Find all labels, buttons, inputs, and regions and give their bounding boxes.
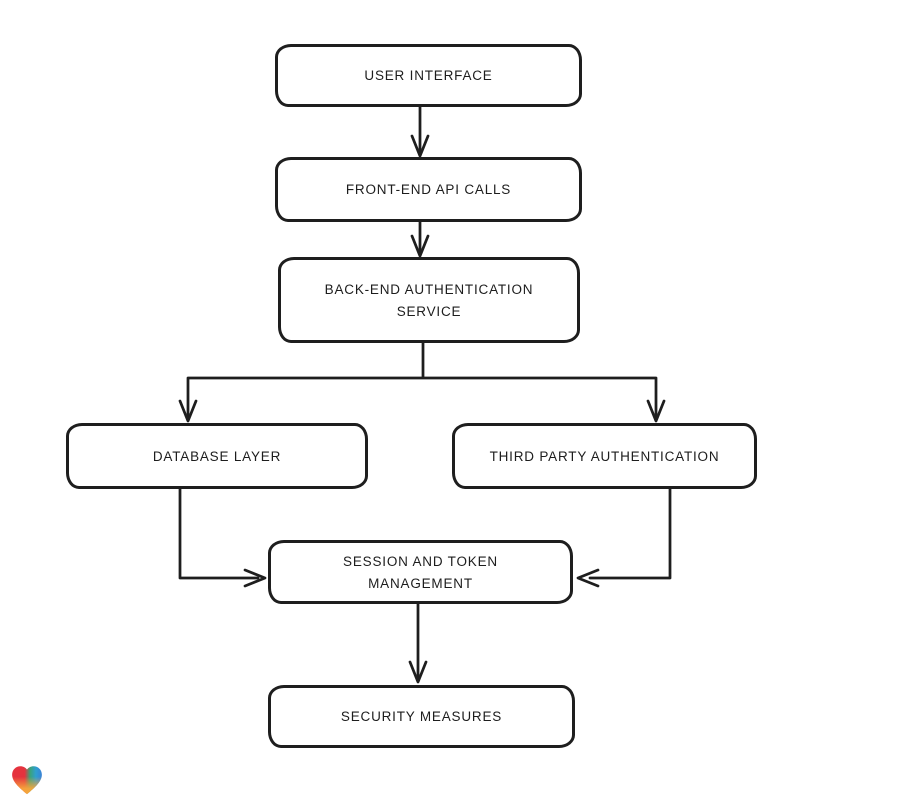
edge-user-interface-to-front-end [410, 105, 430, 158]
node-security-measures-label: SECURITY MEASURES [340, 709, 503, 724]
edge-third-party-to-session [576, 487, 672, 588]
arrowhead-down-icon [410, 234, 430, 258]
node-database-layer-label: DATABASE LAYER [152, 448, 282, 464]
arrowhead-down-icon [646, 399, 666, 423]
edge-back-end-branch [178, 341, 666, 423]
node-user-interface: USER INTERFACE [275, 44, 582, 107]
arrowhead-down-icon [178, 399, 198, 423]
node-session-token-label-line2: MANAGEMENT [368, 575, 473, 591]
node-third-party-authentication: THIRD PARTY AUTHENTICATION [452, 423, 757, 489]
node-third-party-authentication-label: THIRD PARTY AUTHENTICATION [489, 448, 720, 464]
node-session-and-token-management: SESSION AND TOKEN MANAGEMENT [268, 540, 573, 604]
arrowhead-right-icon [243, 568, 267, 588]
node-user-interface-label: USER INTERFACE [364, 68, 493, 83]
edge-line [186, 341, 658, 422]
node-back-end-auth-label-line1: BACK-END AUTHENTICATION [324, 281, 534, 297]
edge-front-end-to-back-end [410, 220, 430, 258]
heart-shape-overlay [12, 766, 42, 795]
edge-database-to-session [178, 487, 267, 588]
node-session-token-label-line1: SESSION AND TOKEN [343, 553, 498, 569]
node-front-end-api-calls: FRONT-END API CALLS [275, 157, 582, 222]
edge-session-to-security [408, 602, 428, 684]
node-database-layer: DATABASE LAYER [66, 423, 368, 489]
arrowhead-left-icon [576, 568, 600, 588]
node-security-measures: SECURITY MEASURES [268, 685, 575, 748]
arrowhead-down-icon [410, 134, 430, 158]
node-back-end-auth-label-line2: SERVICE [396, 303, 462, 319]
node-front-end-api-calls-label: FRONT-END API CALLS [345, 182, 512, 197]
gradient-heart-icon [12, 766, 42, 795]
arrowhead-down-icon [408, 660, 428, 684]
edge-line [588, 487, 672, 580]
edge-line [178, 487, 260, 580]
node-back-end-authentication-service: BACK-END AUTHENTICATION SERVICE [278, 257, 580, 343]
